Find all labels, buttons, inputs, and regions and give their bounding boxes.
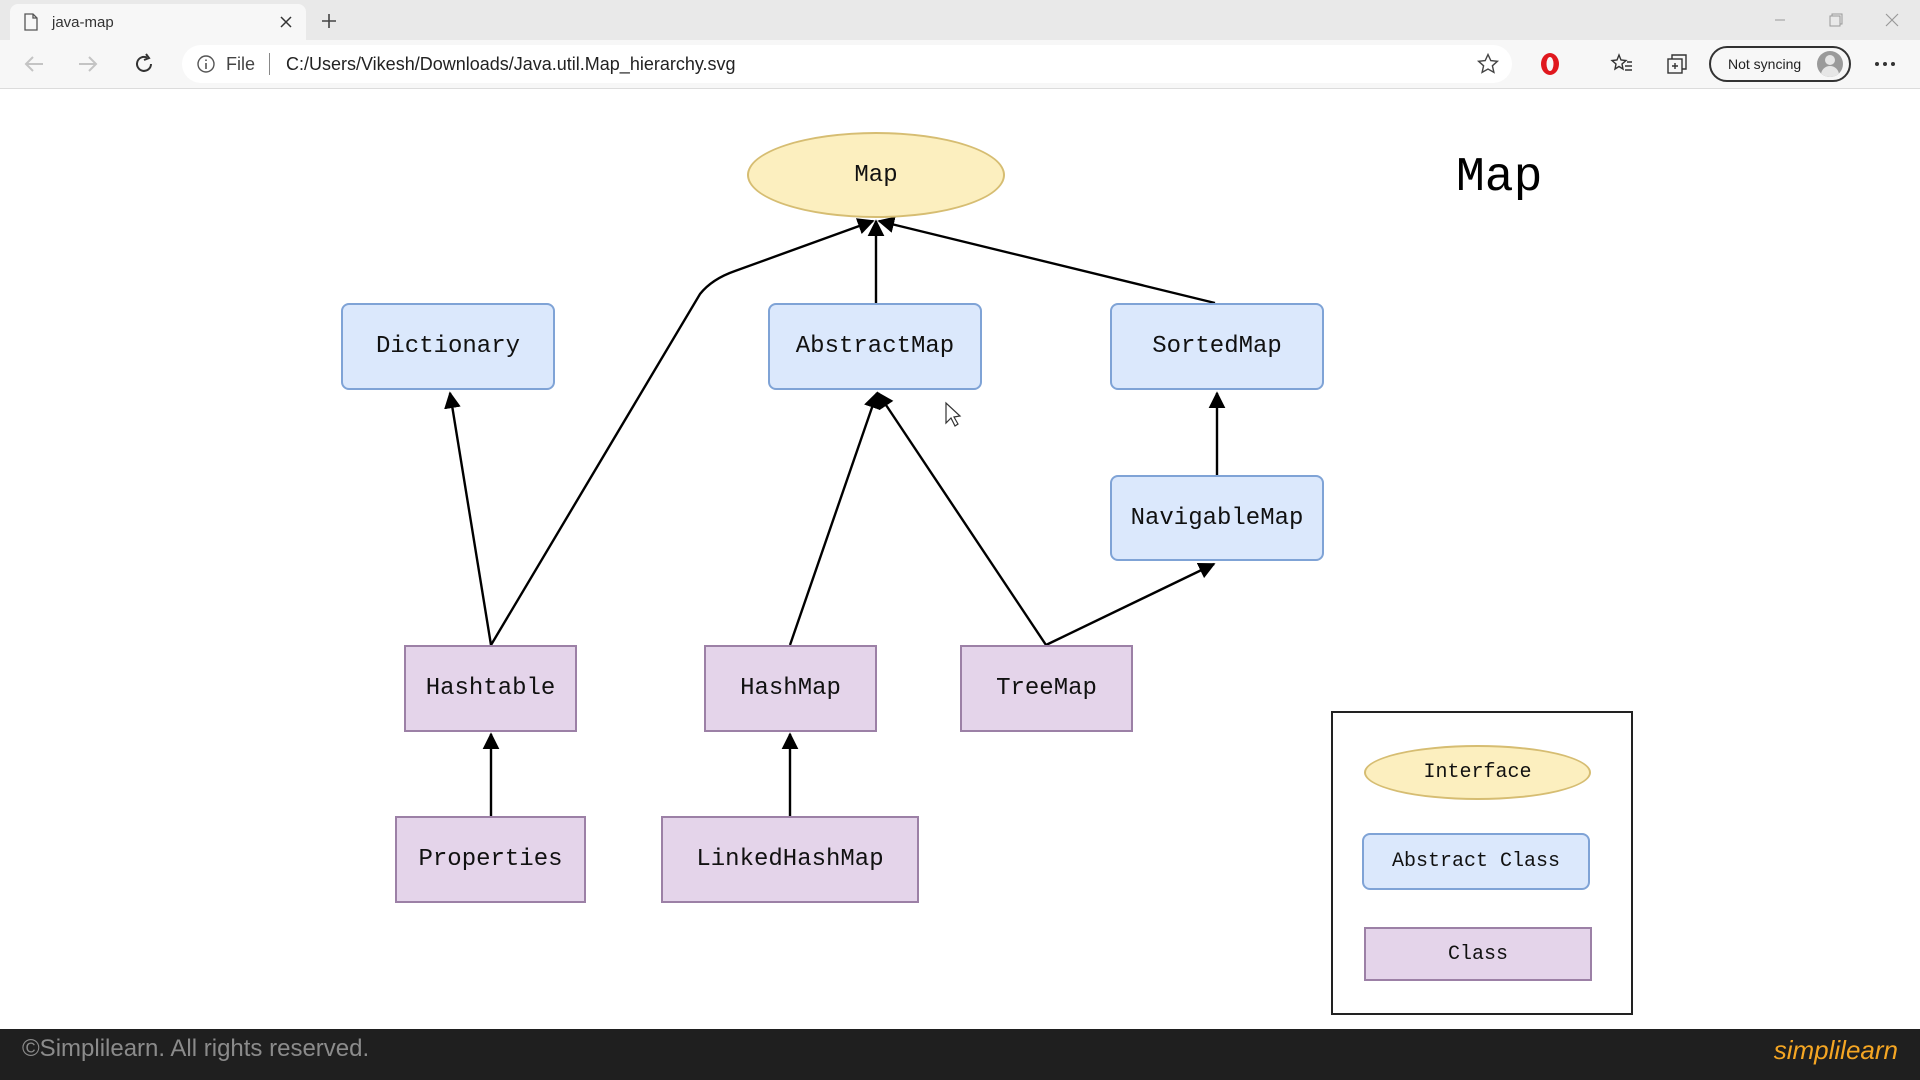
more-options-icon[interactable] [1869, 48, 1901, 80]
legend: Interface Abstract Class Class [1331, 711, 1633, 1015]
edge-hashmap-abstractmap [788, 391, 881, 646]
forward-icon[interactable] [72, 48, 104, 80]
address-url[interactable]: C:/Users/Vikesh/Downloads/Java.util.Map_… [286, 54, 736, 74]
avatar [1817, 51, 1843, 77]
node-abstractmap: AbstractMap [768, 303, 982, 390]
edge-hashtable-dictionary [444, 391, 493, 646]
mouse-cursor-icon [945, 401, 962, 427]
browser-toolbar: File C:/Users/Vikesh/Downloads/Java.util… [0, 40, 1920, 89]
page-icon [24, 13, 38, 31]
profile-sync-button[interactable]: Not syncing [1709, 46, 1851, 82]
brand-logo: simplilearn [1773, 1035, 1898, 1065]
favorites-icon[interactable] [1606, 48, 1638, 80]
address-separator [269, 53, 270, 75]
favorite-star-icon[interactable] [1476, 52, 1500, 76]
window-controls [1752, 0, 1920, 40]
info-icon[interactable] [196, 54, 216, 74]
node-linkedhashmap: LinkedHashMap [661, 816, 919, 903]
edge-treemap-navigablemap [1045, 562, 1216, 647]
edge-sortedmap-map [877, 216, 1216, 305]
tab-java-map[interactable]: java-map [10, 4, 306, 40]
node-treemap: TreeMap [960, 645, 1133, 732]
footer-bar: ©Simplilearn. All rights reserved. simpl… [0, 1029, 1920, 1080]
new-tab-icon[interactable] [316, 8, 342, 34]
legend-interface: Interface [1364, 745, 1591, 800]
map-hierarchy-diagram: Map Dictionary AbstractMap SortedMap Nav… [0, 89, 1920, 1029]
edge-treemap-abstractmap [877, 391, 1047, 646]
back-icon[interactable] [18, 48, 50, 80]
refresh-icon[interactable] [128, 48, 160, 80]
close-window-icon[interactable] [1864, 0, 1920, 40]
sync-label: Not syncing [1728, 56, 1802, 72]
address-bar[interactable]: File C:/Users/Vikesh/Downloads/Java.util… [182, 45, 1512, 83]
opera-icon[interactable] [1534, 48, 1566, 80]
legend-class: Class [1364, 927, 1592, 981]
tab-strip: java-map [0, 0, 1920, 40]
node-navigablemap: NavigableMap [1110, 475, 1324, 561]
close-tab-icon[interactable] [272, 8, 300, 36]
collections-icon[interactable] [1661, 48, 1693, 80]
node-map: Map [747, 132, 1005, 218]
node-hashmap: HashMap [704, 645, 877, 732]
restore-icon[interactable] [1808, 0, 1864, 40]
node-dictionary: Dictionary [341, 303, 555, 390]
minimize-icon[interactable] [1752, 0, 1808, 40]
node-sortedmap: SortedMap [1110, 303, 1324, 390]
legend-abstract-class: Abstract Class [1362, 833, 1590, 890]
diagram-edges [444, 216, 1226, 816]
node-hashtable: Hashtable [404, 645, 577, 732]
copyright-text: ©Simplilearn. All rights reserved. [22, 1035, 370, 1062]
edge-hashtable-map [489, 218, 875, 646]
diagram-title: Map [1456, 151, 1543, 205]
tab-title: java-map [52, 13, 114, 31]
node-properties: Properties [395, 816, 586, 903]
address-scheme: File [226, 54, 256, 74]
